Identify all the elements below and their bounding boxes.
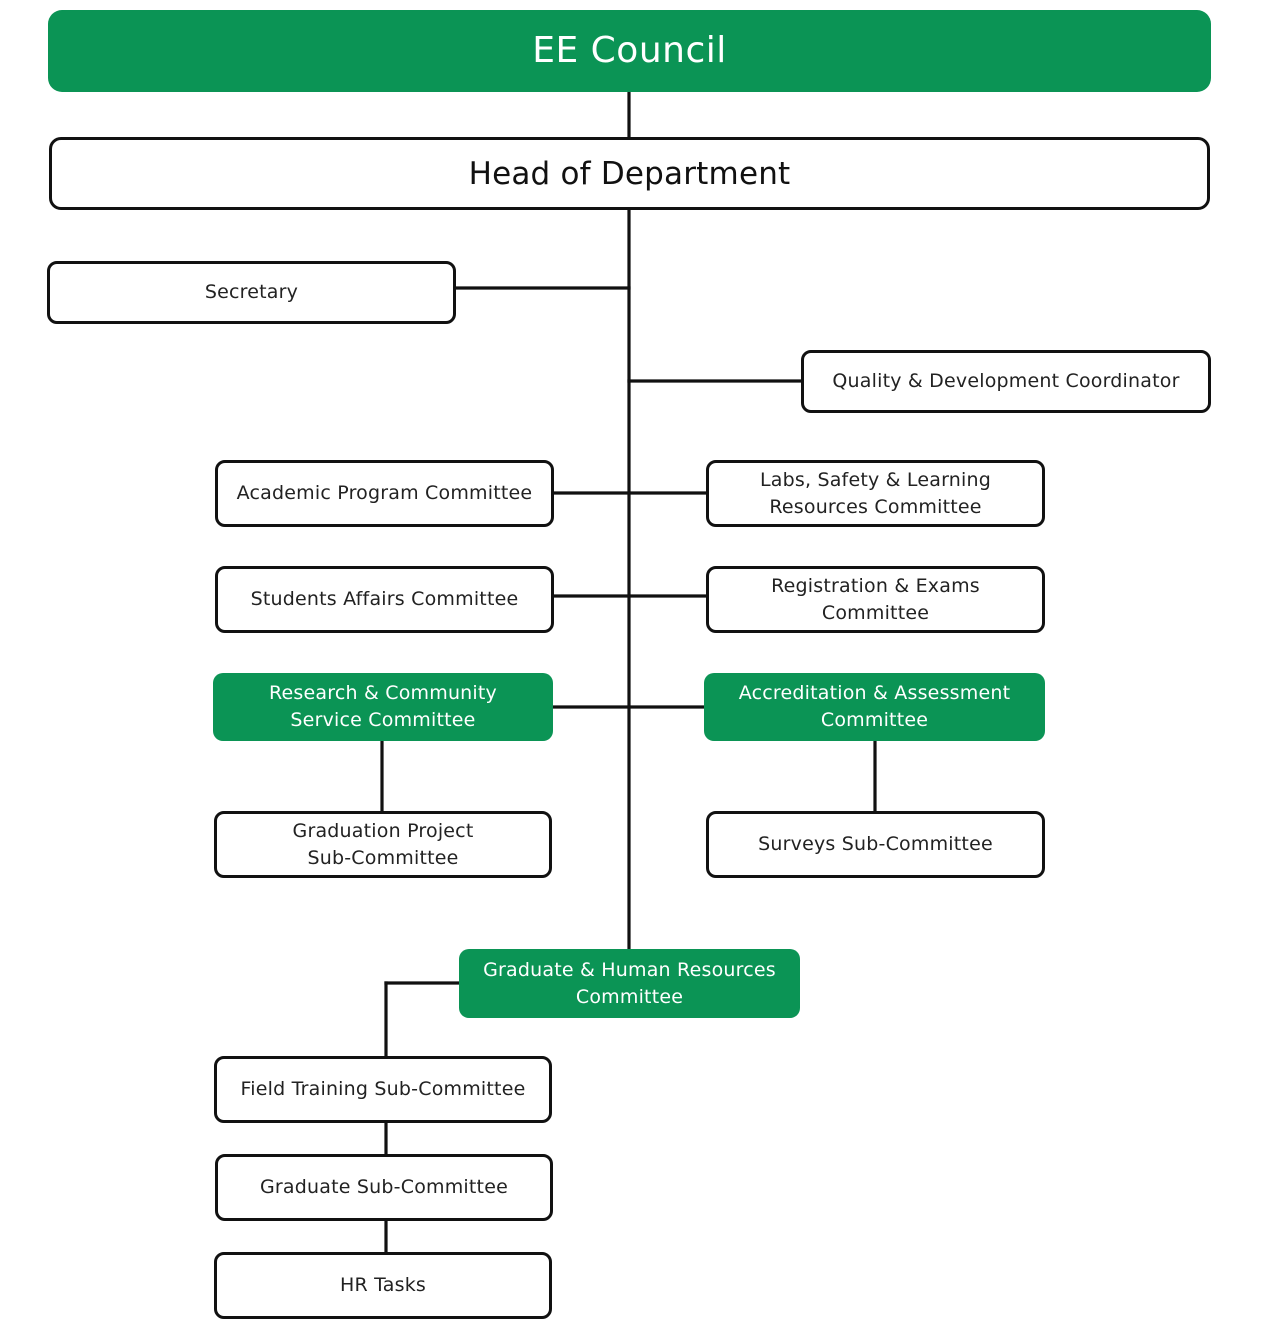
labs-safety-committee-box: Labs, Safety & Learning Resources Commit… — [706, 460, 1045, 527]
secretary-box: Secretary — [47, 261, 456, 324]
registration-exams-committee-box: Registration & Exams Committee — [706, 566, 1045, 633]
graduate-human-resources-committee-box: Graduate & Human Resources Committee — [459, 949, 800, 1018]
surveys-sub-committee-box: Surveys Sub-Committee — [706, 811, 1045, 878]
field-training-sub-committee-box: Field Training Sub-Committee — [214, 1056, 552, 1123]
quality-development-coordinator-box: Quality & Development Coordinator — [801, 350, 1211, 413]
hr-tasks-box: HR Tasks — [214, 1252, 552, 1319]
research-community-service-committee-box: Research & Community Service Committee — [213, 673, 553, 741]
students-affairs-committee-box: Students Affairs Committee — [215, 566, 554, 633]
academic-program-committee-box: Academic Program Committee — [215, 460, 554, 527]
ee-council-box: EE Council — [48, 10, 1211, 92]
accreditation-assessment-committee-box: Accreditation & Assessment Committee — [704, 673, 1045, 741]
graduation-project-sub-committee-box: Graduation Project Sub-Committee — [214, 811, 552, 878]
graduate-sub-committee-box: Graduate Sub-Committee — [215, 1154, 553, 1221]
head-of-department-box: Head of Department — [49, 137, 1210, 210]
